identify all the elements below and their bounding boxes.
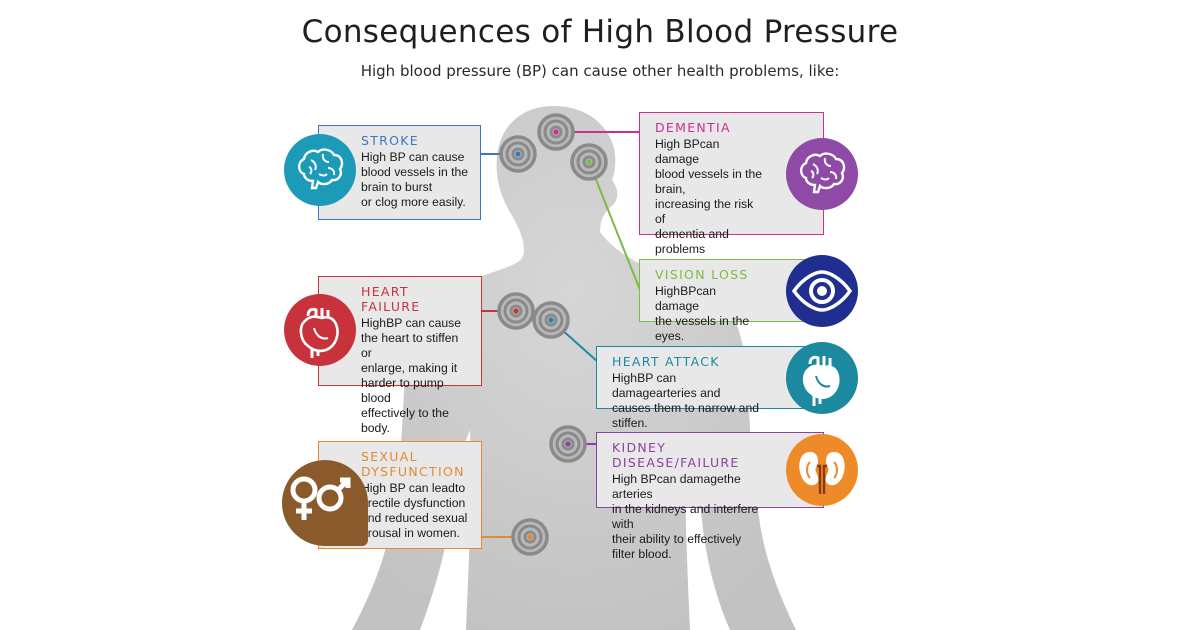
- heart-icon: [299, 307, 339, 358]
- target-ring: [555, 431, 581, 457]
- callout-heart-attack: HEART ATTACK HighBP can damagearteries a…: [596, 346, 824, 430]
- callout-stroke-title: STROKE: [361, 133, 419, 148]
- brain-icon: [297, 148, 344, 190]
- target-dot-kidney: [565, 441, 571, 447]
- gender-symbols-badge: [282, 460, 368, 546]
- target-ring: [509, 304, 523, 318]
- page-subtitle: High blood pressure (BP) can cause other…: [360, 62, 840, 80]
- target-ring: [517, 524, 543, 550]
- stroke-brain-badge: [284, 134, 356, 206]
- target-ring: [549, 125, 563, 139]
- target-ring: [561, 437, 575, 451]
- target-dot-heart-failure: [513, 308, 519, 314]
- callout-kidney-text: High BPcan damagethe arteries in the kid…: [612, 472, 759, 561]
- target-dot-dementia: [553, 129, 559, 135]
- vision-eye-badge: [786, 255, 858, 327]
- target-ring: [523, 530, 537, 544]
- gender-symbols-icon: [290, 476, 351, 520]
- callout-sexual-title: SEXUAL DYSFUNCTION: [361, 449, 465, 479]
- target-dot-vision: [586, 159, 592, 165]
- callout-sexual-text: High BP can leadto erectile dysfunction …: [361, 481, 468, 540]
- dementia-brain-badge: [786, 138, 858, 210]
- brain-icon: [799, 152, 846, 194]
- callout-heart-failure-title: HEART FAILURE: [361, 284, 421, 314]
- target-ring: [582, 155, 596, 169]
- target-ring: [538, 307, 564, 333]
- callout-heart-attack-text: HighBP can damagearteries and causes the…: [612, 371, 760, 430]
- heart-icon: [802, 355, 840, 406]
- heart-attack-badge: [786, 342, 858, 414]
- connector-vision: [588, 161, 641, 291]
- callout-stroke-text: High BP can cause blood vessels in the b…: [361, 150, 469, 209]
- target-dot-sexual: [527, 534, 533, 540]
- callout-stroke: STROKE High BP can cause blood vessels i…: [318, 125, 481, 220]
- callout-vision-title: VISION LOSS: [655, 267, 749, 282]
- target-ring: [511, 147, 525, 161]
- eye-icon: [791, 270, 853, 312]
- target-dot-heart-attack: [548, 317, 554, 323]
- target-ring: [543, 119, 569, 145]
- callout-vision-text: HighBPcan damage the vessels in the eyes…: [655, 284, 750, 343]
- callout-dementia-title: DEMENTIA: [655, 120, 731, 135]
- callout-heart-attack-title: HEART ATTACK: [612, 354, 720, 369]
- kidney-icon: [799, 452, 845, 494]
- target-ring: [544, 313, 558, 327]
- callout-heart-failure-text: HighBP can cause the heart to stiffen or…: [361, 316, 462, 435]
- target-heart-attack: [532, 301, 570, 339]
- target-ring: [505, 141, 531, 167]
- kidney-badge: [786, 434, 858, 506]
- page-title: Consequences of High Blood Pressure: [301, 14, 899, 50]
- callout-kidney: KIDNEY DISEASE/FAILURE High BPcan damage…: [596, 432, 824, 561]
- target-dot-stroke: [515, 151, 521, 157]
- callout-dementia: DEMENTIA High BPcan damage blood vessels…: [639, 112, 824, 301]
- callout-kidney-title: KIDNEY DISEASE/FAILURE: [612, 440, 740, 470]
- target-ring: [576, 149, 602, 175]
- target-ring: [503, 298, 529, 324]
- heart-failure-badge: [284, 294, 356, 366]
